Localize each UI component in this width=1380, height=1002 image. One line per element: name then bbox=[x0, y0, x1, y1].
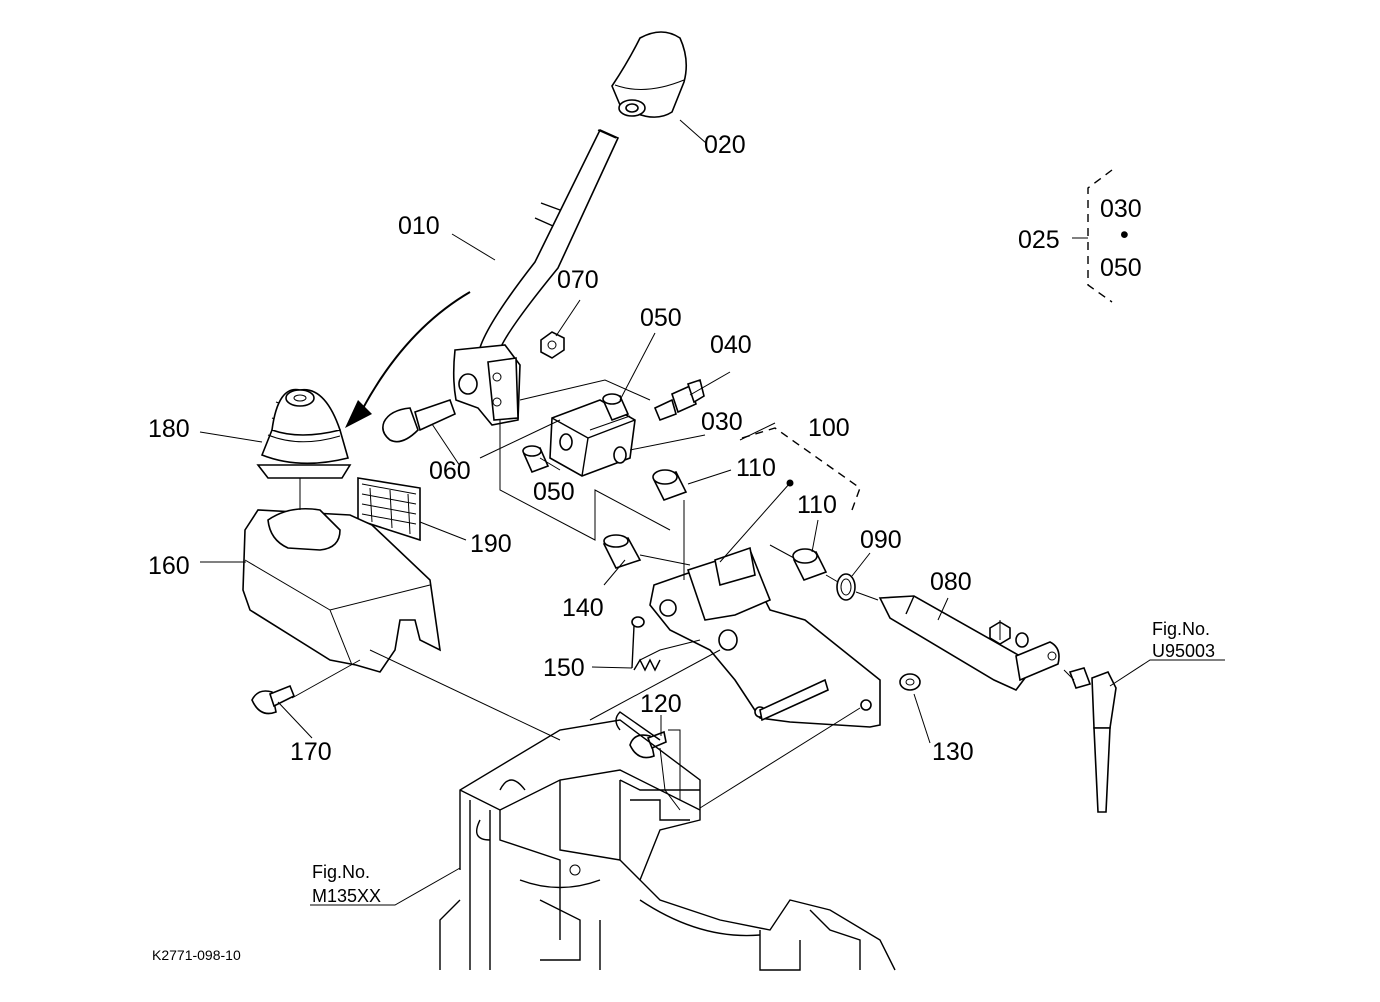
set-025-bracket bbox=[1072, 169, 1113, 303]
label-110-upper: 110 bbox=[736, 454, 776, 482]
part-040-fitting bbox=[653, 378, 705, 422]
part-130-washer bbox=[899, 673, 921, 691]
label-060: 060 bbox=[429, 457, 471, 485]
part-080-shaft bbox=[878, 595, 1060, 691]
label-050-top: 050 bbox=[640, 304, 682, 332]
ref-m135xx-title: Fig.No. bbox=[312, 862, 370, 882]
part-labels: 020 010 070 050 040 030 100 060 050 110 … bbox=[148, 131, 1142, 766]
assembly-arrow-icon bbox=[345, 291, 471, 428]
figure-references: Fig.No. U95003 Fig.No. M135XX bbox=[312, 619, 1215, 906]
drawing-code: K2771-098-10 bbox=[152, 947, 241, 963]
label-090: 090 bbox=[860, 526, 902, 554]
part-010-lever bbox=[452, 128, 620, 426]
label-030-part: 030 bbox=[701, 408, 743, 436]
label-110-lower: 110 bbox=[797, 491, 837, 519]
part-110-bushing-lower bbox=[792, 548, 828, 581]
part-170-bolt bbox=[251, 684, 296, 715]
part-180-boot bbox=[256, 388, 352, 479]
part-100-bracket-assembly bbox=[649, 479, 881, 728]
label-100: 100 bbox=[808, 414, 850, 442]
label-050-bottom: 050 bbox=[533, 478, 575, 506]
label-150: 150 bbox=[543, 654, 585, 682]
part-080-nuts bbox=[989, 621, 1029, 648]
label-130: 130 bbox=[932, 738, 974, 766]
label-080: 080 bbox=[930, 568, 972, 596]
ref-m135xx-code: M135XX bbox=[312, 886, 381, 906]
label-025-bullet: • bbox=[1120, 221, 1129, 249]
part-050-bushing-lower bbox=[522, 445, 550, 474]
part-190-pad bbox=[357, 477, 421, 542]
label-025-050: 050 bbox=[1100, 254, 1142, 282]
part-020-knob bbox=[611, 31, 688, 118]
assembly-100-bracket bbox=[741, 427, 861, 511]
part-160-cover bbox=[242, 507, 442, 673]
part-screw-rod bbox=[1068, 667, 1092, 689]
part-050-bushing-upper bbox=[602, 393, 630, 422]
part-150-spring bbox=[631, 616, 661, 672]
ref-u95003-title: Fig.No. bbox=[1152, 619, 1210, 639]
label-180: 180 bbox=[148, 415, 190, 443]
label-010: 010 bbox=[398, 212, 440, 240]
label-140: 140 bbox=[562, 594, 604, 622]
ref-u95003-code: U95003 bbox=[1152, 641, 1215, 661]
label-160: 160 bbox=[148, 552, 190, 580]
part-140-pin bbox=[602, 534, 642, 569]
part-110-bushing-upper bbox=[652, 469, 688, 501]
part-060-bolt bbox=[382, 398, 457, 443]
label-025-030: 030 bbox=[1100, 195, 1142, 223]
part-rod bbox=[1091, 670, 1117, 813]
label-025: 025 bbox=[1018, 226, 1060, 254]
label-020: 020 bbox=[704, 131, 746, 159]
label-040: 040 bbox=[710, 331, 752, 359]
leader-lines bbox=[199, 119, 1225, 906]
label-120: 120 bbox=[640, 690, 682, 718]
part-070-nut bbox=[540, 331, 565, 359]
label-170: 170 bbox=[290, 738, 332, 766]
label-070: 070 bbox=[557, 266, 599, 294]
part-090-ring bbox=[836, 573, 856, 601]
lower-housing bbox=[439, 711, 896, 971]
label-190: 190 bbox=[470, 530, 512, 558]
